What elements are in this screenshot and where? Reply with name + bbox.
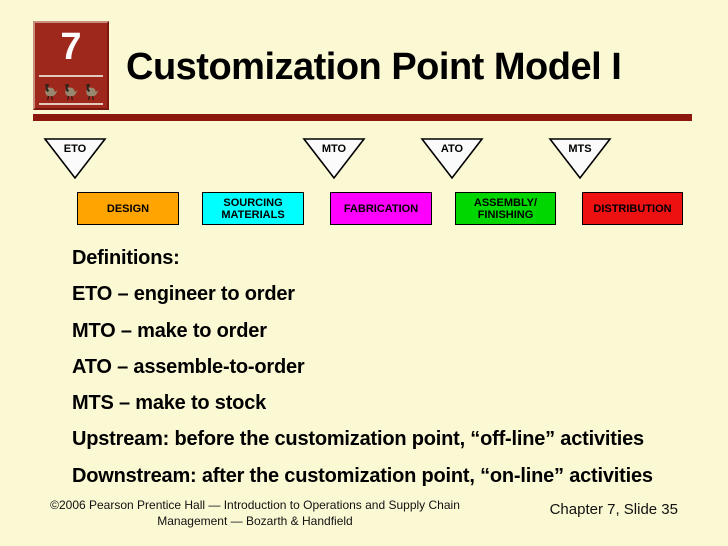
definition-mts: MTS – make to stock xyxy=(72,392,267,415)
title-underline xyxy=(33,114,692,121)
footer-copyright-line1: ©2006 Pearson Prentice Hall — Introducti… xyxy=(50,498,460,512)
stage-label: MATERIALS xyxy=(221,208,285,221)
definition-ato: ATO – assemble-to-order xyxy=(72,355,305,378)
badge-divider xyxy=(38,103,104,105)
marker-eto: ETO xyxy=(43,137,107,180)
footer-copyright: ©2006 Pearson Prentice Hall — Introducti… xyxy=(30,498,480,529)
slide-number: Chapter 7, Slide 35 xyxy=(549,501,678,518)
stage-label: FINISHING xyxy=(477,208,534,221)
triangle-down-icon xyxy=(548,138,612,180)
triangle-down-icon xyxy=(43,138,107,180)
stage-box-assembly-finishing: ASSEMBLY/ FINISHING xyxy=(455,192,556,225)
slide-title: Customization Point Model I xyxy=(126,46,622,88)
bird-icon xyxy=(84,83,99,101)
marker-mts: MTS xyxy=(548,137,612,180)
stage-box-sourcing-materials: SOURCING MATERIALS xyxy=(202,192,304,225)
triangle-down-icon xyxy=(420,138,484,180)
marker-label: ATO xyxy=(440,143,464,155)
definition-eto: ETO – engineer to order xyxy=(72,283,295,306)
stage-label: DISTRIBUTION xyxy=(593,202,672,215)
definition-upstream: Upstream: before the customization point… xyxy=(72,428,644,451)
stage-box-fabrication: FABRICATION xyxy=(330,192,432,225)
marker-label: MTS xyxy=(568,143,592,155)
marker-mto: MTO xyxy=(302,137,366,180)
bird-icon xyxy=(43,83,58,101)
marker-ato: ATO xyxy=(420,137,484,180)
triangle-down-icon xyxy=(302,138,366,180)
stage-label: DESIGN xyxy=(106,202,150,215)
stage-label: ASSEMBLY/ xyxy=(473,196,538,209)
marker-label: MTO xyxy=(321,143,347,155)
bird-icon xyxy=(64,83,79,101)
definitions-block: Definitions: ETO – engineer to order MTO… xyxy=(72,240,712,494)
stage-box-design: DESIGN xyxy=(77,192,179,225)
marker-label: ETO xyxy=(63,143,87,155)
three-birds-icon xyxy=(35,79,107,102)
definition-downstream: Downstream: after the customization poin… xyxy=(72,464,653,487)
definition-mto: MTO – make to order xyxy=(72,319,267,342)
stage-box-distribution: DISTRIBUTION xyxy=(582,192,683,225)
chapter-badge: 7 xyxy=(33,21,109,110)
stage-label: FABRICATION xyxy=(343,202,419,215)
badge-divider xyxy=(38,75,104,77)
stage-label: SOURCING xyxy=(223,196,283,209)
definitions-heading: Definitions: xyxy=(72,247,180,269)
footer-copyright-line2: Management — Bozarth & Handfield xyxy=(157,513,353,528)
chapter-number: 7 xyxy=(60,26,82,68)
